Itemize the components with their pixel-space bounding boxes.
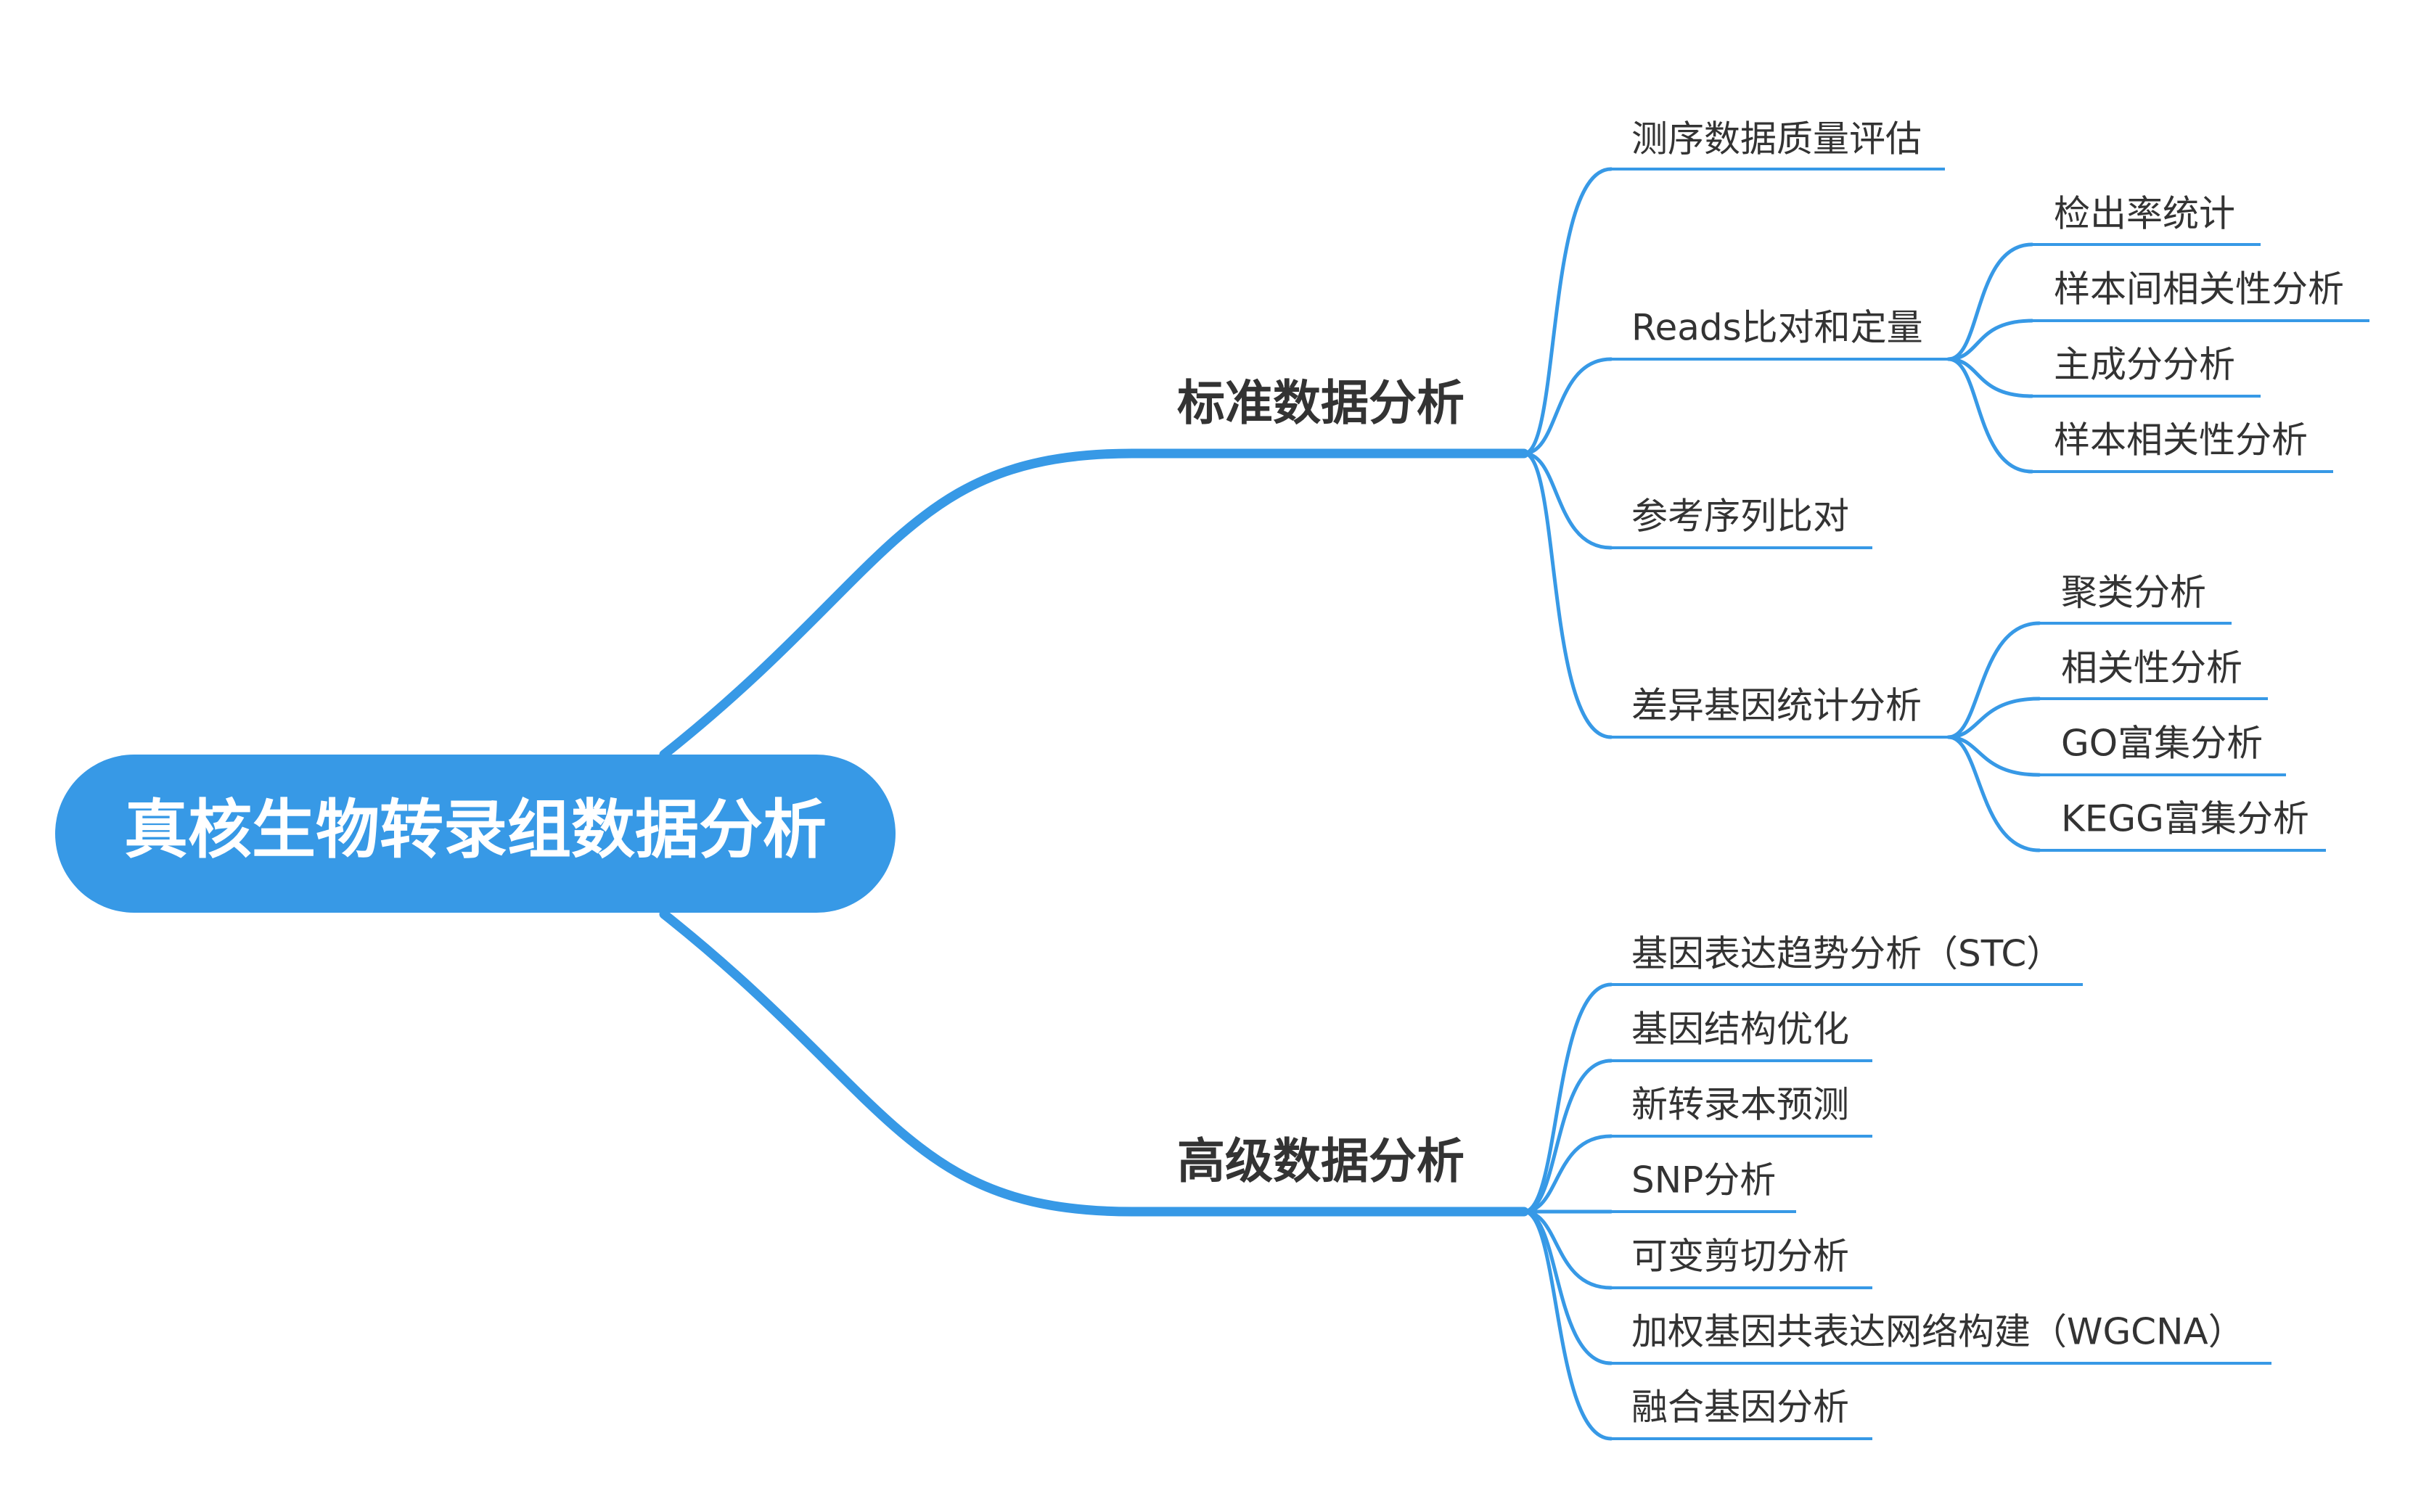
branch-standard-label[interactable]: 标准数据分析 — [1177, 375, 1464, 431]
branch-advanced-label[interactable]: 高级数据分析 — [1177, 1133, 1464, 1189]
node-kegg-enrichment[interactable]: KEGG富集分析 — [2061, 798, 2309, 840]
edge-root-standard — [659, 448, 1529, 760]
node-reference-alignment[interactable]: 参考序列比对 — [1631, 496, 1849, 538]
node-sample-correlation[interactable]: 样本相关性分析 — [2054, 419, 2308, 461]
edge-advanced-5 — [1522, 1209, 1613, 1290]
node-detection-rate[interactable]: 检出率统计 — [2054, 193, 2235, 235]
root-node-label: 真核生物转录组数据分析 — [124, 792, 827, 867]
node-differential-genes[interactable]: 差异基因统计分析 — [1631, 685, 1922, 727]
node-wgcna[interactable]: 加权基因共表达网络构建（WGCNA） — [1631, 1311, 2245, 1353]
node-snp[interactable]: SNP分析 — [1631, 1159, 1776, 1201]
node-expression-trend[interactable]: 基因表达趋势分析（STC） — [1631, 933, 2062, 975]
node-quality-assessment[interactable]: 测序数据质量评估 — [1631, 118, 1922, 160]
edge-advanced-7 — [1522, 1209, 1613, 1441]
node-alternative-splicing[interactable]: 可变剪切分析 — [1631, 1236, 1849, 1278]
edge-standard-quality — [1522, 167, 1613, 456]
edge-standard-ref — [1522, 451, 1613, 550]
node-novel-transcript[interactable]: 新转录本预测 — [1631, 1084, 1849, 1126]
edge-reads-sub1 — [1946, 242, 2034, 361]
node-inter-sample-correlation[interactable]: 样本间相关性分析 — [2054, 268, 2344, 311]
edge-diff-sub3 — [1946, 735, 2041, 777]
edge-advanced-2 — [1522, 1059, 1613, 1214]
node-clustering[interactable]: 聚类分析 — [2061, 572, 2206, 614]
edge-reads-sub4 — [1946, 357, 2034, 474]
edge-reads-sub3 — [1946, 357, 2034, 398]
edge-diff-sub4 — [1946, 735, 2041, 852]
edge-standard-reads — [1522, 357, 1613, 456]
root-node[interactable]: 真核生物转录组数据分析 — [55, 755, 896, 913]
node-fusion-gene[interactable]: 融合基因分析 — [1631, 1386, 1849, 1429]
node-pca[interactable]: 主成分分析 — [2054, 344, 2235, 386]
root-node-box — [55, 755, 896, 913]
edge-standard-diff — [1522, 451, 1613, 739]
node-correlation[interactable]: 相关性分析 — [2061, 647, 2242, 689]
node-reads-alignment[interactable]: Reads比对和定量 — [1631, 307, 1923, 349]
edge-reads-sub2 — [1946, 319, 2034, 361]
edge-diff-sub2 — [1946, 697, 2041, 739]
node-gene-structure[interactable]: 基因结构优化 — [1631, 1008, 1849, 1051]
edge-advanced-3 — [1522, 1134, 1613, 1214]
edge-advanced-1 — [1522, 982, 1613, 1214]
edge-root-advanced — [659, 909, 1529, 1217]
node-go-enrichment[interactable]: GO富集分析 — [2061, 723, 2263, 765]
edge-diff-sub1 — [1946, 621, 2041, 739]
